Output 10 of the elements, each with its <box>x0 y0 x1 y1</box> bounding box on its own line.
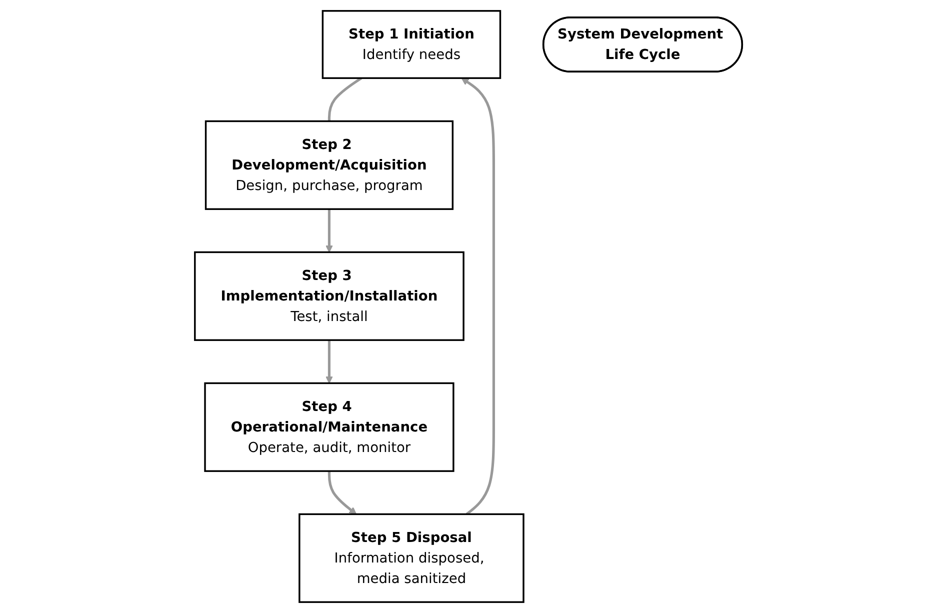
node-box: Step 5 Disposal Information disposed, media sanitized <box>298 512 524 602</box>
arrow <box>328 470 357 514</box>
arrow <box>461 77 495 515</box>
node-box: Step 2 Development/Acquisition Design, purchase, program <box>204 120 454 210</box>
arrow <box>325 208 333 252</box>
arrow <box>325 340 333 384</box>
node-box: Step 1 Initiation Identify needs <box>322 10 502 78</box>
connector <box>328 76 362 121</box>
node-box: Step 3 Implementation/Installation Test, install <box>194 250 464 340</box>
node-box: Step 4 Operational/Maintenance Operate, audit, monitor <box>204 382 454 472</box>
